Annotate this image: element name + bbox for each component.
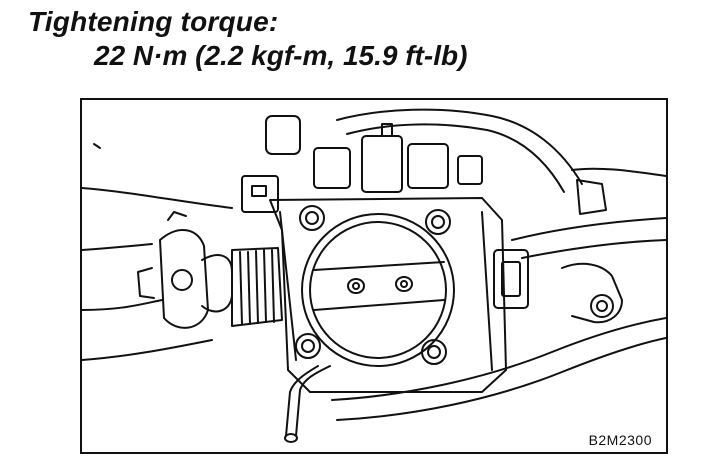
sensor-connectors (241, 115, 483, 213)
torque-value: 22 N·m (2.2 kgf-m, 15.9 ft-lb) (94, 40, 468, 71)
intake-duct (82, 108, 666, 421)
sketch-mark (93, 143, 101, 149)
figure-code: B2M2300 (586, 432, 654, 448)
throttle-body-drawing (82, 108, 666, 443)
bracket-right (561, 179, 623, 324)
throttle-linkage (137, 211, 283, 329)
mounting-bolts (295, 205, 451, 365)
coolant-pipe (284, 365, 331, 443)
throttle-body-housing (269, 197, 529, 393)
tightening-torque-heading: Tightening torque: (28, 6, 279, 37)
throttle-body-illustration: B2M2300 (80, 98, 668, 454)
throttle-bore (301, 213, 455, 367)
